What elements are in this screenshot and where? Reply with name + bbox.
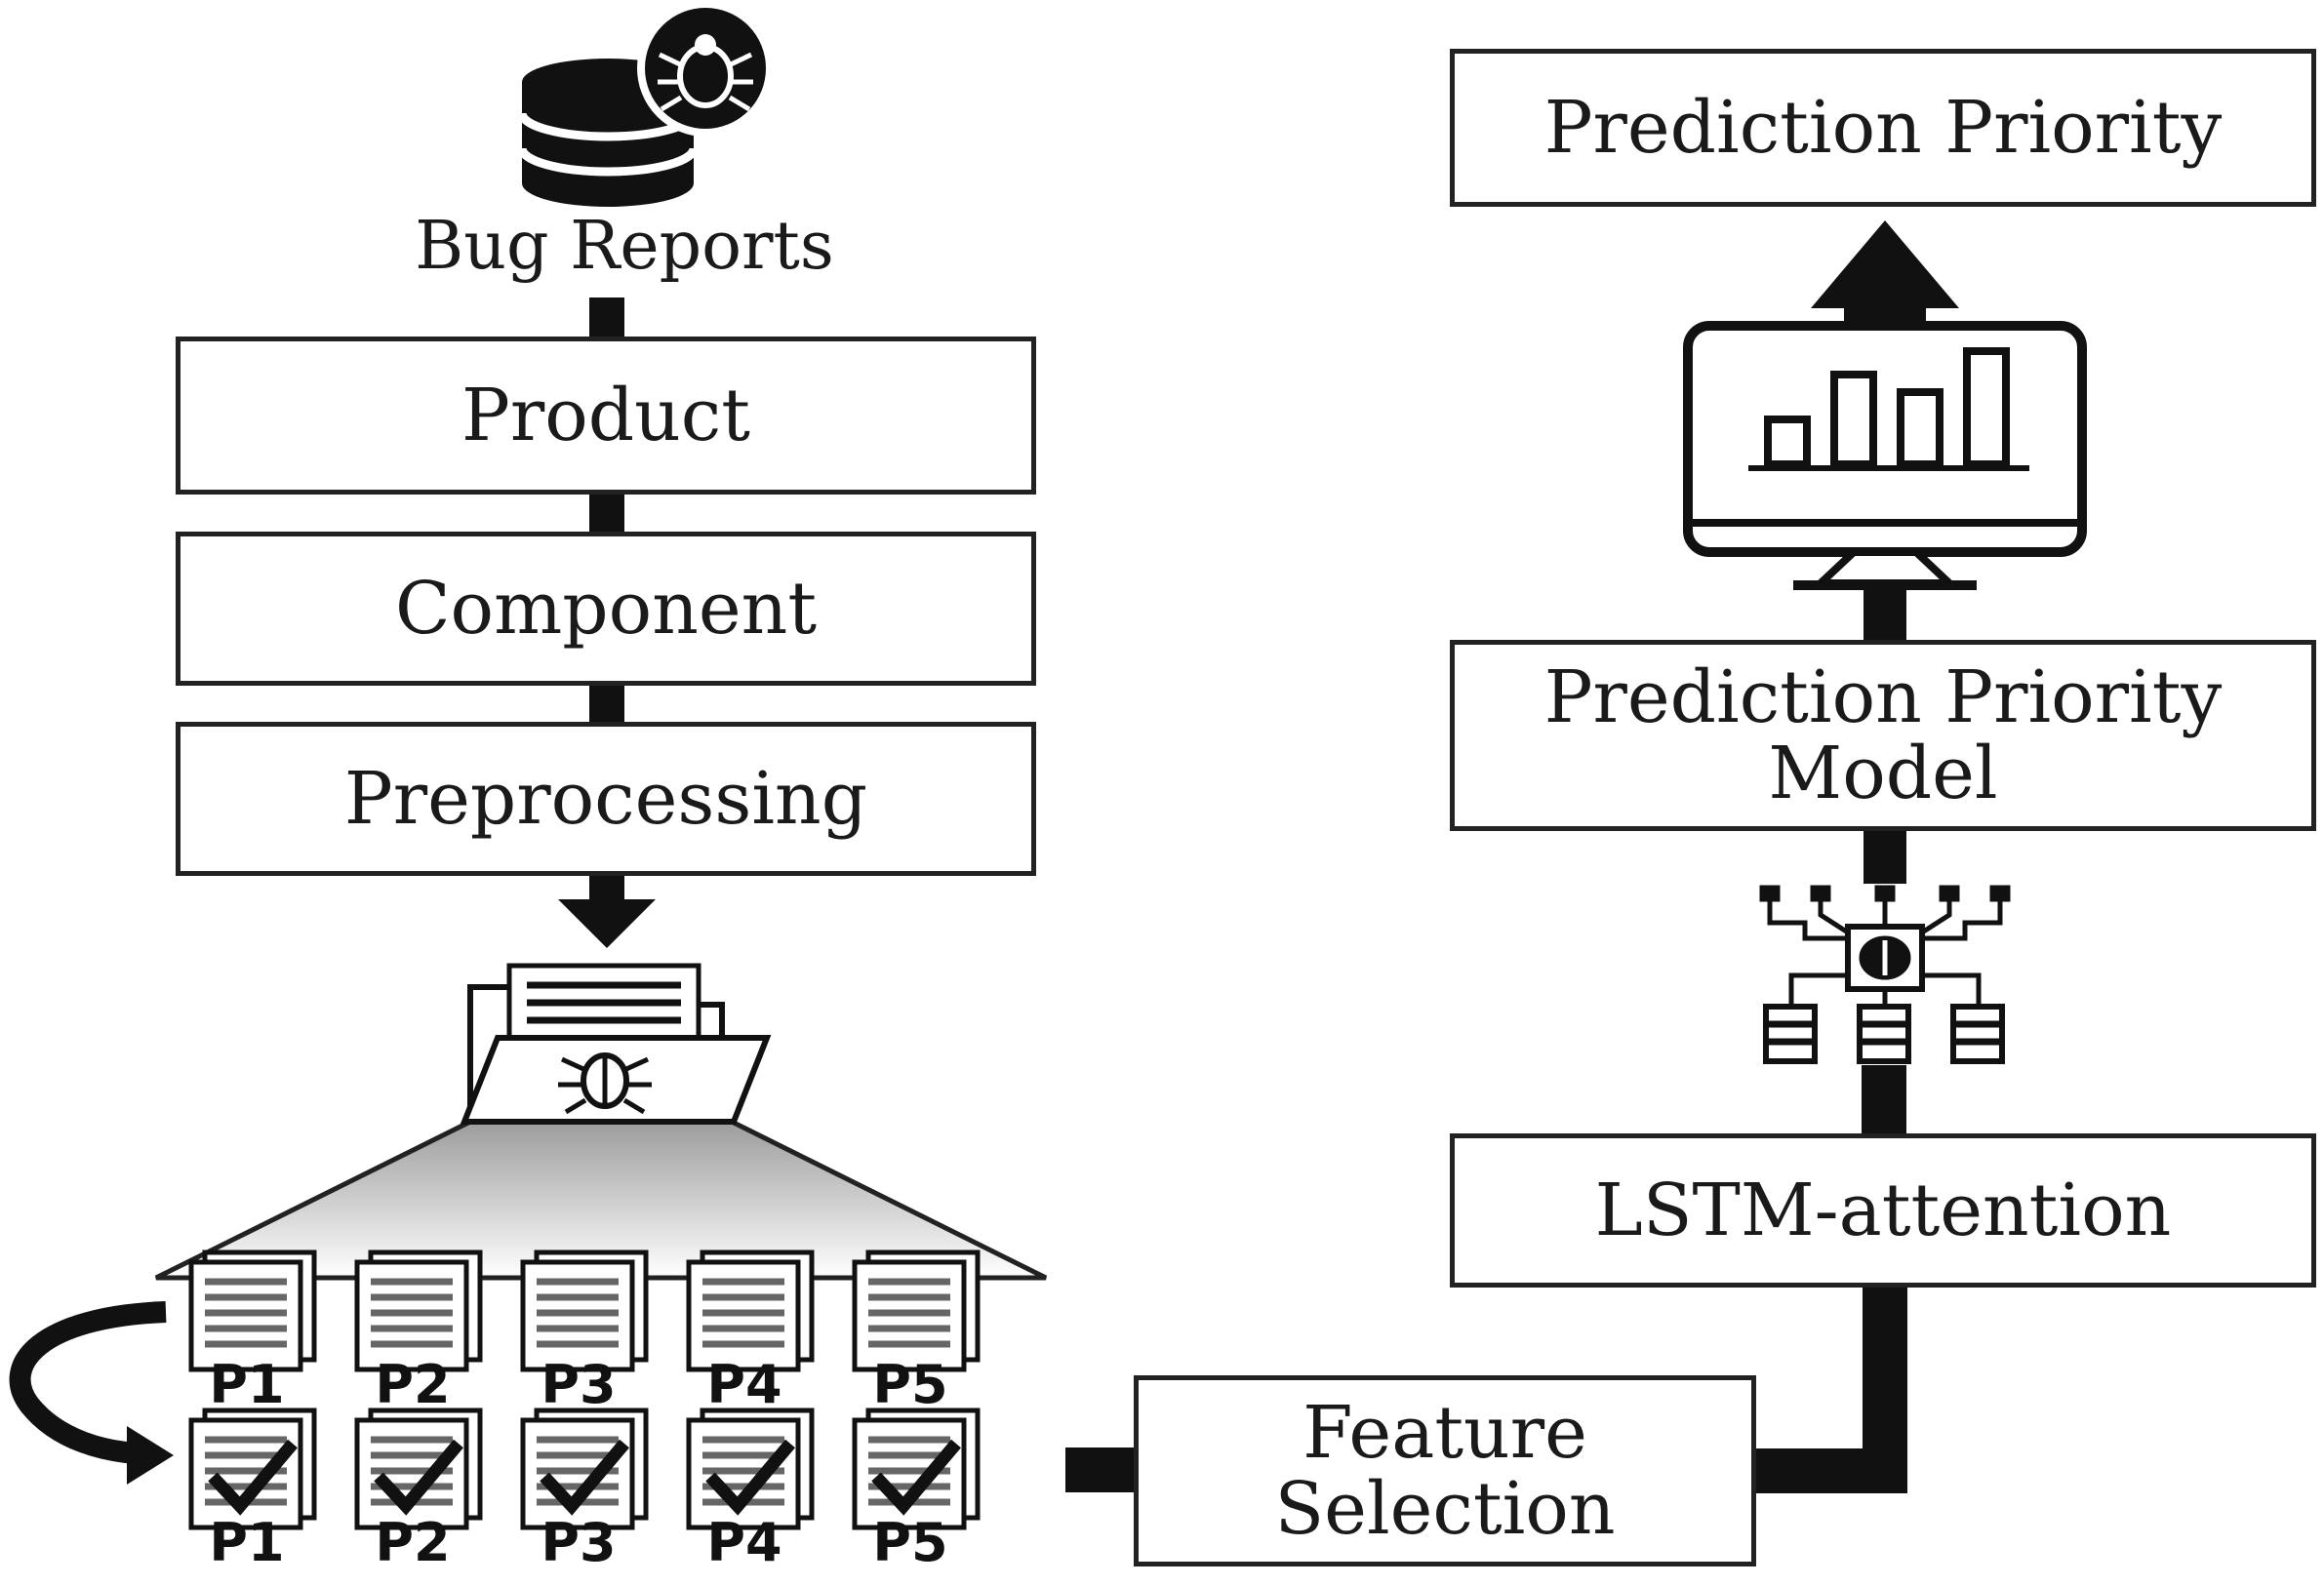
checked-document-icon <box>188 1408 317 1530</box>
document-icon <box>188 1249 317 1372</box>
neural-network-icon <box>1759 885 2011 1064</box>
document-row-bottom <box>188 1408 981 1530</box>
model-line-2: Model <box>1768 732 1998 815</box>
checked-document-icon <box>520 1408 649 1530</box>
preprocessing-box: Preprocessing <box>176 722 1036 876</box>
document-row-top <box>188 1249 981 1372</box>
arrow-down-icon <box>558 874 656 948</box>
model-line-1: Prediction Priority <box>1543 655 2223 739</box>
connector-product-component <box>589 493 624 534</box>
component-box: Component <box>176 532 1036 686</box>
database-with-bug-icon <box>517 0 774 207</box>
partition-label-top: P3 <box>541 1354 617 1415</box>
document-icon <box>852 1249 981 1372</box>
partition-label-top: P2 <box>375 1354 451 1415</box>
connector-component-preprocessing <box>589 685 624 724</box>
bug-reports-label: Bug Reports <box>415 208 834 285</box>
document-icon <box>520 1249 649 1372</box>
arrow-up-icon <box>1811 220 1959 330</box>
feature-selection-box: Feature Selection <box>1134 1375 1756 1566</box>
partition-label-bottom: P4 <box>706 1512 782 1573</box>
product-box: Product <box>176 337 1036 495</box>
curved-arrow-icon <box>9 1301 174 1485</box>
checked-document-icon <box>354 1408 483 1530</box>
connector-network-model <box>1863 829 1906 884</box>
partition-label-bottom: P3 <box>541 1512 617 1573</box>
partition-label-bottom: P2 <box>375 1512 451 1573</box>
document-icon <box>354 1249 483 1372</box>
lstm-attention-box: LSTM-attention <box>1450 1133 2316 1288</box>
connector-feature-lstm <box>1754 1284 1907 1493</box>
bug-folder-icon <box>460 963 772 1125</box>
partition-label-top: P4 <box>706 1354 782 1415</box>
prediction-priority-model-box: Prediction Priority Model <box>1450 640 2316 831</box>
partition-label-top: P1 <box>209 1354 285 1415</box>
prediction-priority-output-box: Prediction Priority <box>1450 49 2316 207</box>
connector-lstm-network <box>1862 1065 1906 1135</box>
document-icon <box>686 1249 815 1372</box>
partition-label-bottom: P5 <box>872 1512 948 1573</box>
partition-label-top: P5 <box>872 1354 948 1415</box>
connector-docs-feature <box>1065 1447 1134 1492</box>
partition-label-bottom: P1 <box>209 1512 285 1573</box>
connector-bug-product <box>589 297 624 338</box>
checked-document-icon <box>852 1408 981 1530</box>
connector-model-monitor <box>1863 587 1906 642</box>
bar-chart-monitor-icon <box>1683 321 2087 590</box>
checked-document-icon <box>686 1408 815 1530</box>
feature-selection-line-1: Feature <box>1302 1391 1587 1475</box>
feature-selection-line-2: Selection <box>1274 1467 1616 1551</box>
